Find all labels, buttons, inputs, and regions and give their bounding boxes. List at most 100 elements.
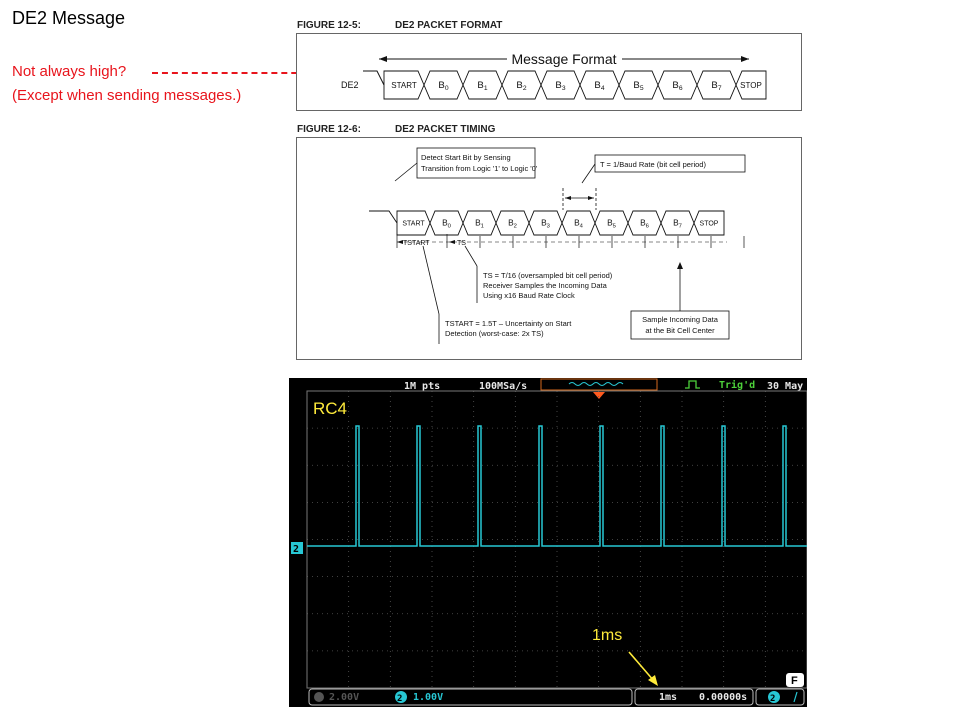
note-line-1: Not always high? (12, 63, 127, 80)
timebase-value: 1ms (659, 692, 677, 703)
channel-marker-label: 2 (293, 544, 299, 555)
trigger-channel-number: 2 (770, 694, 775, 704)
tstart-callout-line1: TSTART = 1.5T – Uncertainty on Start (445, 319, 572, 328)
baud-callout-leader (581, 163, 596, 184)
timing-idle-line (369, 210, 398, 224)
format-cell-label-b3: B3 (555, 80, 565, 92)
packet-format-panel: Message Format DE2 START B0 B1 B2 B3 B4 B5 B6 B7… (296, 33, 802, 111)
annotation-arrow (628, 651, 655, 682)
format-cell-label-b1: B1 (477, 80, 487, 92)
baud-callout-text: T = 1/Baud Rate (bit cell period) (600, 160, 706, 169)
packet-timing-diagram: Detect Start Bit by Sensing Transition f… (369, 147, 746, 344)
tstart-arrowhead (397, 240, 403, 244)
packet-format-diagram: Message Format DE2 START B0 B1 B2 B3 B4 B5 B6 B7… (341, 51, 767, 100)
ts-callout-leader (464, 245, 478, 267)
period-arrowhead-right (588, 196, 594, 200)
format-cell-label-start: START (391, 81, 417, 90)
annotation-arrowhead (648, 675, 658, 686)
timing-cell-label-b0: B0 (442, 217, 452, 229)
delay-value: 0.00000s (699, 692, 747, 703)
ch2-indicator[interactable] (395, 691, 407, 703)
timing-cell-label-b4: B4 (574, 217, 584, 229)
ch1-scale: 2.00V (329, 692, 359, 703)
format-cell-label-b0: B0 (438, 80, 448, 92)
period-arrowhead-left (565, 196, 571, 200)
trigger-box (755, 688, 805, 706)
sample-rate: 100MSa/s (479, 381, 527, 392)
tstart-label: TSTART (403, 240, 430, 247)
format-cell-label-b4: B4 (594, 80, 604, 92)
message-format-header: Message Format (511, 51, 616, 67)
channel-status-box (308, 688, 633, 706)
format-cell-label-b5: B5 (633, 80, 643, 92)
oscilloscope-display: 1M pts 100MSa/s Trig'd 30 May 2 RC4 1ms … (291, 378, 807, 706)
start-callout-box (416, 147, 536, 179)
sample-callout-line2: at the Bit Cell Center (645, 326, 715, 335)
baud-callout-box (594, 154, 746, 173)
figure2-label: FIGURE 12-6: (297, 124, 361, 135)
scope-date: 30 May (767, 381, 803, 392)
timebase-box (634, 688, 754, 706)
scope-grid (306, 390, 807, 689)
ts-callout-line3: Using x16 Baud Rate Clock (483, 291, 575, 300)
header-arrowhead-left (379, 56, 387, 62)
timing-cell-label-b3: B3 (541, 217, 551, 229)
ch2-number: 2 (397, 694, 402, 704)
packet-timing-panel: Detect Start Bit by Sensing Transition f… (296, 137, 802, 360)
signal-label: DE2 (341, 80, 359, 90)
ts-callout-line2: Receiver Samples the Incoming Data (483, 281, 608, 290)
start-callout-leader (394, 162, 418, 182)
timing-cell-label-b1: B1 (475, 217, 484, 229)
tstart-callout-line2: Detection (worst-case: 2x TS) (445, 329, 544, 338)
format-cell-start (383, 70, 425, 100)
timing-cell-label-b6: B6 (640, 217, 650, 229)
note-dashed-pointer (152, 72, 347, 74)
ts-arrowhead (449, 240, 455, 244)
ch2-scale: 1.00V (413, 692, 443, 703)
trigger-channel-indicator[interactable] (768, 691, 780, 703)
memory-depth: 1M pts (404, 381, 440, 392)
figure1-label: FIGURE 12-5: (297, 20, 361, 31)
time-annotation: 1ms (592, 627, 622, 644)
figure1-title: DE2 PACKET FORMAT (395, 20, 503, 31)
tstart-callout-leader (422, 245, 440, 315)
timing-cell-label-b7: B7 (673, 217, 682, 229)
overview-waveform (568, 382, 624, 386)
ts-callout-line1: TS = T/16 (oversampled bit cell period) (483, 271, 613, 280)
sample-callout-line1: Sample Incoming Data (642, 315, 719, 324)
header-arrowhead-right (741, 56, 749, 62)
format-cell-stop (735, 70, 767, 100)
trigger-status: Trig'd (719, 379, 755, 391)
ts-label: TS (457, 240, 466, 247)
format-cell-label-b7: B7 (711, 80, 721, 92)
trigger-slope-icon (793, 691, 798, 703)
format-cell-label-stop: STOP (740, 81, 762, 90)
trigger-position-marker (593, 392, 605, 399)
figure2-title: DE2 PACKET TIMING (395, 124, 496, 135)
timing-cell-label-b5: B5 (607, 217, 617, 229)
idle-line (363, 70, 385, 86)
timing-cell-label-b2: B2 (508, 217, 517, 229)
channel-label: RC4 (313, 399, 347, 418)
format-cells: START B0 B1 B2 B3 B4 B5 B6 B7 STOP (383, 70, 767, 100)
sample-ticks (396, 234, 745, 248)
memory-overview (540, 378, 658, 391)
oscilloscope-screen: 1M pts 100MSa/s Trig'd 30 May 2 RC4 1ms … (289, 378, 807, 707)
grid-border (306, 390, 807, 689)
timing-cell-label-stop: STOP (700, 220, 719, 227)
timing-cell-stop (693, 210, 725, 236)
timing-cells: START B0 B1 B2 B3 B4 B5 B6 B7 STOP (396, 210, 725, 236)
ch1-indicator[interactable] (314, 692, 324, 702)
format-cell-label-b2: B2 (516, 80, 526, 92)
timing-cell-label-start: START (402, 220, 425, 227)
function-key[interactable] (786, 673, 804, 687)
format-cell-label-b6: B6 (672, 80, 682, 92)
timing-cell-start (396, 210, 431, 236)
slide-title: DE2 Message (12, 8, 126, 28)
note-line-2: (Except when sending messages.) (12, 87, 242, 104)
start-callout-line1: Detect Start Bit by Sensing (421, 153, 511, 162)
sample-callout-box (630, 310, 730, 340)
start-callout-line2: Transition from Logic '1' to Logic '0' (421, 164, 538, 173)
function-key-label: F (791, 675, 798, 687)
sample-arrowhead (677, 262, 683, 269)
